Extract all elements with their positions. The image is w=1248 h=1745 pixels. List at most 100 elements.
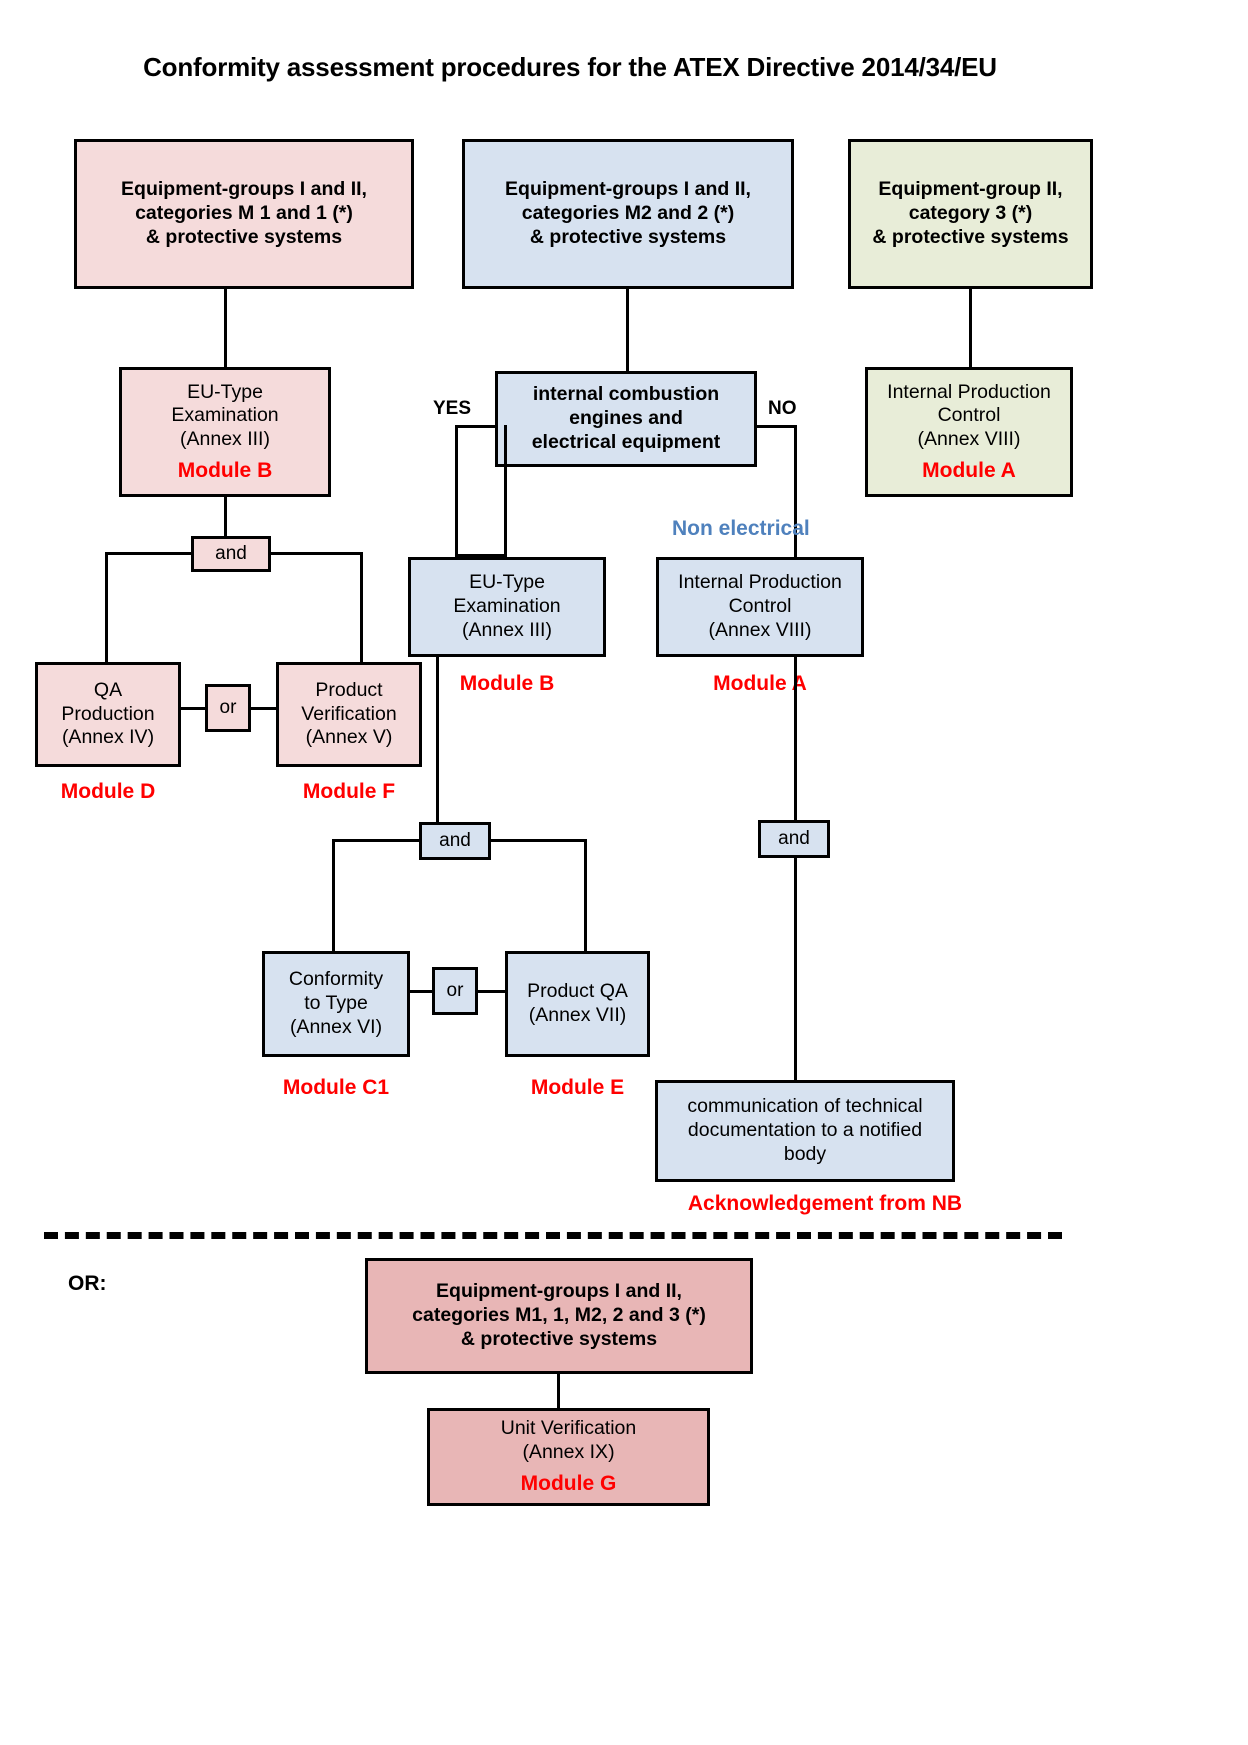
left-eu-type-line-1: EU-Type — [187, 380, 263, 403]
connector-line — [969, 289, 972, 367]
connector-line — [436, 657, 439, 823]
connector-line — [794, 858, 797, 1080]
product-verification-line-2: Verification — [301, 702, 397, 725]
connector-line — [626, 289, 629, 371]
right-ipc-line-3: (Annex VIII) — [917, 428, 1021, 451]
qa-production-module-label: Module D — [60, 780, 156, 803]
conformity-module-label: Module C1 — [282, 1076, 390, 1099]
conformity-to-type-box: Conformity to Type (Annex VI) — [262, 951, 410, 1057]
connector-line — [491, 839, 587, 842]
right-ipc-line-1: Internal Production — [887, 380, 1051, 403]
middle-ipc-line-3: (Annex VIII) — [708, 618, 812, 641]
left-header-line-3: & protective systems — [145, 225, 343, 248]
connector-line — [794, 657, 797, 822]
left-header-box: Equipment-groups I and II, categories M … — [74, 139, 414, 289]
product-qa-box: Product QA (Annex VII) — [505, 951, 650, 1057]
left-eu-type-examination-box: EU-Type Examination (Annex III) Module B — [119, 367, 331, 497]
product-qa-line-1: Product QA — [527, 980, 628, 1003]
page-title: Conformity assessment procedures for the… — [143, 52, 997, 82]
product-verification-module-label: Module F — [302, 780, 396, 803]
conformity-line-2: to Type — [304, 992, 368, 1015]
connector-line — [794, 425, 797, 560]
middle-eu-type-line-3: (Annex III) — [462, 618, 552, 641]
communication-line-1: communication of technical — [687, 1095, 923, 1118]
middle-or-label: or — [446, 980, 464, 1002]
qa-production-line-3: (Annex IV) — [61, 726, 155, 749]
no-label: NO — [768, 398, 797, 419]
alt-header-line-1: Equipment-groups I and II, — [436, 1280, 682, 1303]
yes-label: YES — [433, 398, 472, 419]
unit-verification-module-label: Module G — [520, 1471, 617, 1495]
alt-header-line-2: categories M1, 1, M2, 2 and 3 (*) — [412, 1304, 706, 1327]
connector-line — [224, 497, 227, 536]
middle-header-box: Equipment-groups I and II, categories M2… — [462, 139, 794, 289]
middle-ipc-line-2: Control — [728, 595, 792, 618]
middle-eu-type-line-1: EU-Type — [469, 571, 545, 594]
connector-line — [584, 839, 587, 951]
left-eu-type-module-label: Module B — [177, 458, 273, 482]
left-or-label: or — [219, 697, 237, 719]
communication-box: communication of technical documentation… — [655, 1080, 955, 1182]
alternative-header-box: Equipment-groups I and II, categories M1… — [365, 1258, 753, 1374]
middle-header-line-1: Equipment-groups I and II, — [505, 178, 751, 201]
decision-line-1: internal combustion — [532, 383, 720, 406]
connector-line — [105, 552, 108, 662]
middle-and-connector: and — [419, 822, 491, 860]
connector-line — [224, 289, 227, 367]
qa-production-line-1: QA — [93, 678, 123, 701]
connector-line — [504, 425, 507, 557]
product-qa-module-label: Module E — [530, 1076, 625, 1099]
non-electrical-label: Non electrical — [672, 517, 810, 540]
connector-line — [410, 990, 432, 993]
right-header-line-1: Equipment-group II, — [878, 178, 1063, 201]
left-and-label: and — [215, 543, 247, 565]
unit-verification-box: Unit Verification (Annex IX) Module G — [427, 1408, 710, 1506]
connector-line — [332, 839, 419, 842]
middle-header-line-2: categories M2 and 2 (*) — [521, 202, 735, 225]
qa-production-line-2: Production — [61, 702, 155, 725]
connector-line — [360, 552, 363, 662]
middle-ipc-line-1: Internal Production — [678, 571, 842, 594]
connector-line — [757, 425, 797, 428]
middle-eu-type-examination-box: EU-Type Examination (Annex III) — [408, 557, 606, 657]
product-verification-box: Product Verification (Annex V) — [276, 662, 422, 767]
left-and-connector: and — [191, 536, 271, 572]
section-divider — [44, 1232, 1062, 1239]
middle-or-connector: or — [432, 967, 478, 1015]
left-header-line-1: Equipment-groups I and II, — [121, 178, 367, 201]
conformity-line-1: Conformity — [288, 968, 384, 991]
middle-internal-production-control-box: Internal Production Control (Annex VIII) — [656, 557, 864, 657]
or-section-label: OR: — [68, 1272, 107, 1295]
connector-line — [478, 990, 505, 993]
acknowledgement-label: Acknowledgement from NB — [687, 1192, 963, 1215]
middle-ipc-module-label: Module A — [713, 672, 807, 695]
connector-line — [271, 552, 363, 555]
right-header-line-2: category 3 (*) — [908, 202, 1033, 225]
middle-header-line-3: & protective systems — [529, 225, 727, 248]
unit-verification-line-2: (Annex IX) — [522, 1441, 615, 1464]
connector-line — [251, 707, 276, 710]
product-verification-line-1: Product — [315, 678, 383, 701]
connector-line — [455, 425, 495, 428]
middle-eu-type-line-2: Examination — [453, 595, 561, 618]
connector-line — [455, 554, 505, 557]
communication-line-2: documentation to a notified — [687, 1119, 923, 1142]
right-header-box: Equipment-group II, category 3 (*) & pro… — [848, 139, 1093, 289]
connector-line — [557, 1374, 560, 1408]
middle-eu-type-module-label: Module B — [459, 672, 555, 695]
communication-line-3: body — [783, 1142, 827, 1165]
left-or-connector: or — [205, 684, 251, 732]
middle-and-label: and — [439, 830, 471, 852]
left-eu-type-line-2: Examination — [171, 404, 279, 427]
decision-line-2: engines and — [569, 407, 683, 430]
decision-line-3: electrical equipment — [531, 430, 721, 453]
left-header-line-2: categories M 1 and 1 (*) — [135, 202, 353, 225]
left-eu-type-line-3: (Annex III) — [180, 428, 270, 451]
product-qa-line-2: (Annex VII) — [528, 1004, 627, 1026]
decision-box: internal combustion engines and electric… — [495, 371, 757, 467]
unit-verification-line-1: Unit Verification — [500, 1417, 637, 1440]
right-header-line-3: & protective systems — [872, 225, 1069, 248]
right-ipc-line-2: Control — [937, 404, 1001, 427]
right-and-label: and — [778, 828, 810, 850]
